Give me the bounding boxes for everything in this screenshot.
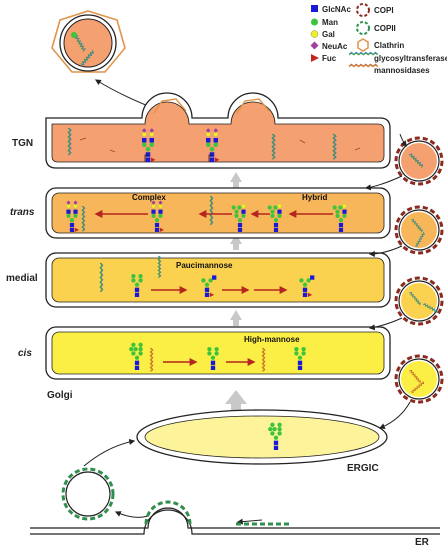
ergic-compartment xyxy=(136,409,388,465)
label-golgi: Golgi xyxy=(47,390,73,401)
neuac-diamond-icon xyxy=(310,41,319,50)
legend-copi: COPI xyxy=(374,6,394,15)
medial-cisterna: Paucimannose xyxy=(45,252,391,308)
glcnac-square-icon xyxy=(311,5,318,12)
legend-neuac: NeuAc xyxy=(322,42,348,51)
er-bud-to-vesicle-arrow xyxy=(114,511,149,518)
copii-vesicle xyxy=(61,467,115,521)
legend-gal: Gal xyxy=(322,30,335,39)
legend: GlcNAc Man Gal NeuAc Fuc COPI COPII Clat… xyxy=(310,3,447,75)
copi-vesicles xyxy=(394,136,444,404)
label-er: ER xyxy=(415,537,430,548)
label-ergic: ERGIC xyxy=(347,463,379,474)
legend-glycosyltransferases: glycosyltransferases xyxy=(374,54,447,63)
label-cis: cis xyxy=(18,348,32,359)
label-high-mannose: High-mannose xyxy=(244,335,300,344)
cis-cisterna: High-mannose xyxy=(45,326,391,380)
legend-mannosidases: mannosidases xyxy=(374,66,430,75)
copi-coat-icon xyxy=(356,3,370,17)
trans-cisterna: Complex Hybrid xyxy=(45,187,391,239)
forward-transport-arrows xyxy=(225,172,247,412)
gal-circle-icon xyxy=(310,30,319,38)
clathrin-coat-icon xyxy=(357,38,369,52)
er-to-bud-arrow xyxy=(236,518,263,525)
label-paucimannose: Paucimannose xyxy=(176,261,233,270)
label-trans: trans xyxy=(10,207,35,218)
copii-to-ergic-arrow xyxy=(83,438,136,467)
legend-clathrin: Clathrin xyxy=(374,41,404,50)
label-tgn: TGN xyxy=(12,138,33,149)
fuc-triangle-icon xyxy=(311,54,319,62)
label-complex: Complex xyxy=(132,193,166,202)
retrograde-arrows xyxy=(364,133,411,430)
clathrin-vesicle xyxy=(51,10,126,73)
legend-fuc: Fuc xyxy=(322,54,337,63)
label-hybrid: Hybrid xyxy=(302,193,327,202)
label-medial: medial xyxy=(6,273,38,284)
man-circle-icon xyxy=(311,18,318,26)
legend-man: Man xyxy=(322,18,338,27)
tgn-compartment xyxy=(45,92,391,169)
legend-glcnac: GlcNAc xyxy=(322,5,351,14)
legend-copii: COPII xyxy=(374,24,396,33)
copii-coat-icon xyxy=(356,21,370,35)
er-membrane xyxy=(30,500,440,535)
